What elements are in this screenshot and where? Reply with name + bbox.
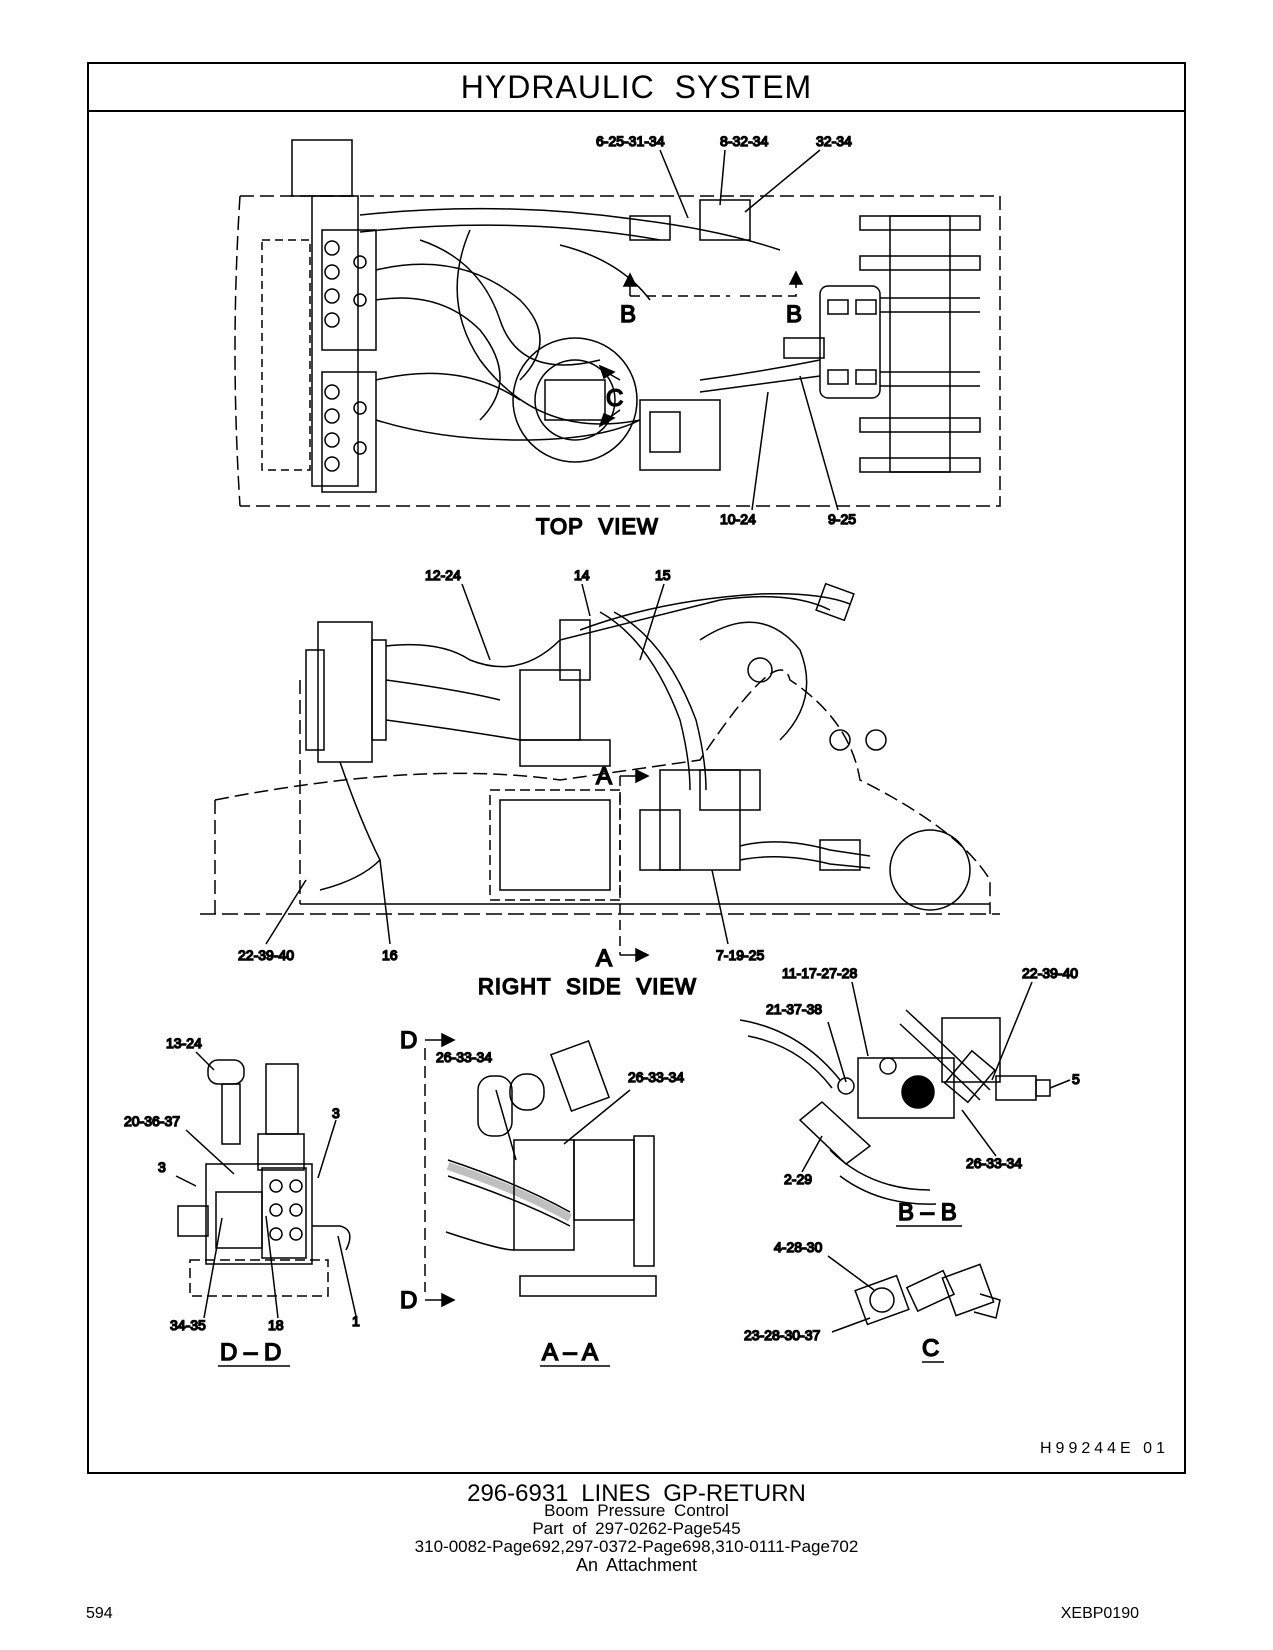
callout-dd-2: 20-36-37 xyxy=(124,1113,180,1129)
callout-side-1: 12-24 xyxy=(425,567,461,583)
callout-bb-1: 11-17-27-28 xyxy=(782,965,857,981)
top-view-drawing xyxy=(234,139,1001,511)
callout-aa-1: 26-33-34 xyxy=(436,1049,492,1065)
callout-side-4: 22-39-40 xyxy=(238,947,294,963)
drawing-frame: HYDRAULIC SYSTEM xyxy=(87,62,1186,1474)
footer-line-4: An Attachment xyxy=(575,1555,698,1575)
marker-b-right: B xyxy=(786,301,802,328)
page-title: HYDRAULIC SYSTEM xyxy=(89,64,1184,112)
section-bb-drawing xyxy=(739,981,1071,1227)
section-c-drawing xyxy=(827,1255,1001,1363)
callout-bb-4: 5 xyxy=(1072,1071,1080,1087)
callout-bb-2: 22-39-40 xyxy=(1022,965,1078,981)
marker-a-top: A xyxy=(596,763,612,790)
callout-dd-7: 1 xyxy=(352,1313,360,1329)
marker-a-bottom: A xyxy=(596,945,612,972)
top-view-label: TOP VIEW xyxy=(536,514,659,539)
callout-dd-4: 3 xyxy=(158,1159,166,1175)
callout-bb-3: 21-37-38 xyxy=(766,1001,822,1017)
footer-line-2: Part of 297-0262-Page545 xyxy=(532,1519,741,1538)
callout-top-4: 10-24 xyxy=(720,511,756,527)
marker-b-left: B xyxy=(620,301,636,328)
right-side-view-label: RIGHT SIDE VIEW xyxy=(478,974,697,999)
footer-line-3: 310-0082-Page692,297-0372-Page698,310-01… xyxy=(414,1537,859,1556)
marker-c: C xyxy=(606,385,623,412)
callout-aa-2: 26-33-34 xyxy=(628,1069,684,1085)
callout-bb-6: 2-29 xyxy=(784,1171,812,1187)
section-dd-drawing xyxy=(175,1051,357,1367)
part-title: 296-6931 LINES GP-RETURN xyxy=(467,1480,806,1507)
section-c-label: C xyxy=(922,1335,939,1362)
callout-c-2: 23-28-30-37 xyxy=(744,1327,820,1343)
section-aa-label: A – A xyxy=(542,1339,598,1366)
section-dd-label: D – D xyxy=(220,1339,281,1366)
callout-side-2: 14 xyxy=(574,567,590,583)
drawing-number: H99244E 01 xyxy=(1040,1440,1169,1457)
marker-d-bottom: D xyxy=(400,1287,417,1314)
callout-top-1: 6-25-31-34 xyxy=(596,133,665,149)
callout-top-3: 32-34 xyxy=(816,133,852,149)
callout-top-5: 9-25 xyxy=(828,511,856,527)
callout-dd-5: 34-35 xyxy=(170,1317,206,1333)
callout-side-6: 7-19-25 xyxy=(716,947,764,963)
callout-side-3: 15 xyxy=(655,567,671,583)
callout-dd-3: 3 xyxy=(332,1105,340,1121)
document-code: XEBP0190 xyxy=(1060,1605,1139,1622)
callout-dd-1: 13-24 xyxy=(166,1035,202,1051)
callout-side-5: 16 xyxy=(382,947,398,963)
marker-d-top: D xyxy=(400,1027,417,1054)
page-number: 594 xyxy=(86,1605,113,1622)
side-view-drawing xyxy=(200,582,1000,963)
section-aa-drawing xyxy=(424,1032,657,1367)
callout-top-2: 8-32-34 xyxy=(720,133,768,149)
footer-line-1: Boom Pressure Control xyxy=(544,1501,729,1520)
callout-c-1: 4-28-30 xyxy=(774,1239,822,1255)
section-bb-label: B – B xyxy=(898,1199,957,1226)
callout-bb-5: 26-33-34 xyxy=(966,1155,1022,1171)
callout-dd-6: 18 xyxy=(268,1317,284,1333)
